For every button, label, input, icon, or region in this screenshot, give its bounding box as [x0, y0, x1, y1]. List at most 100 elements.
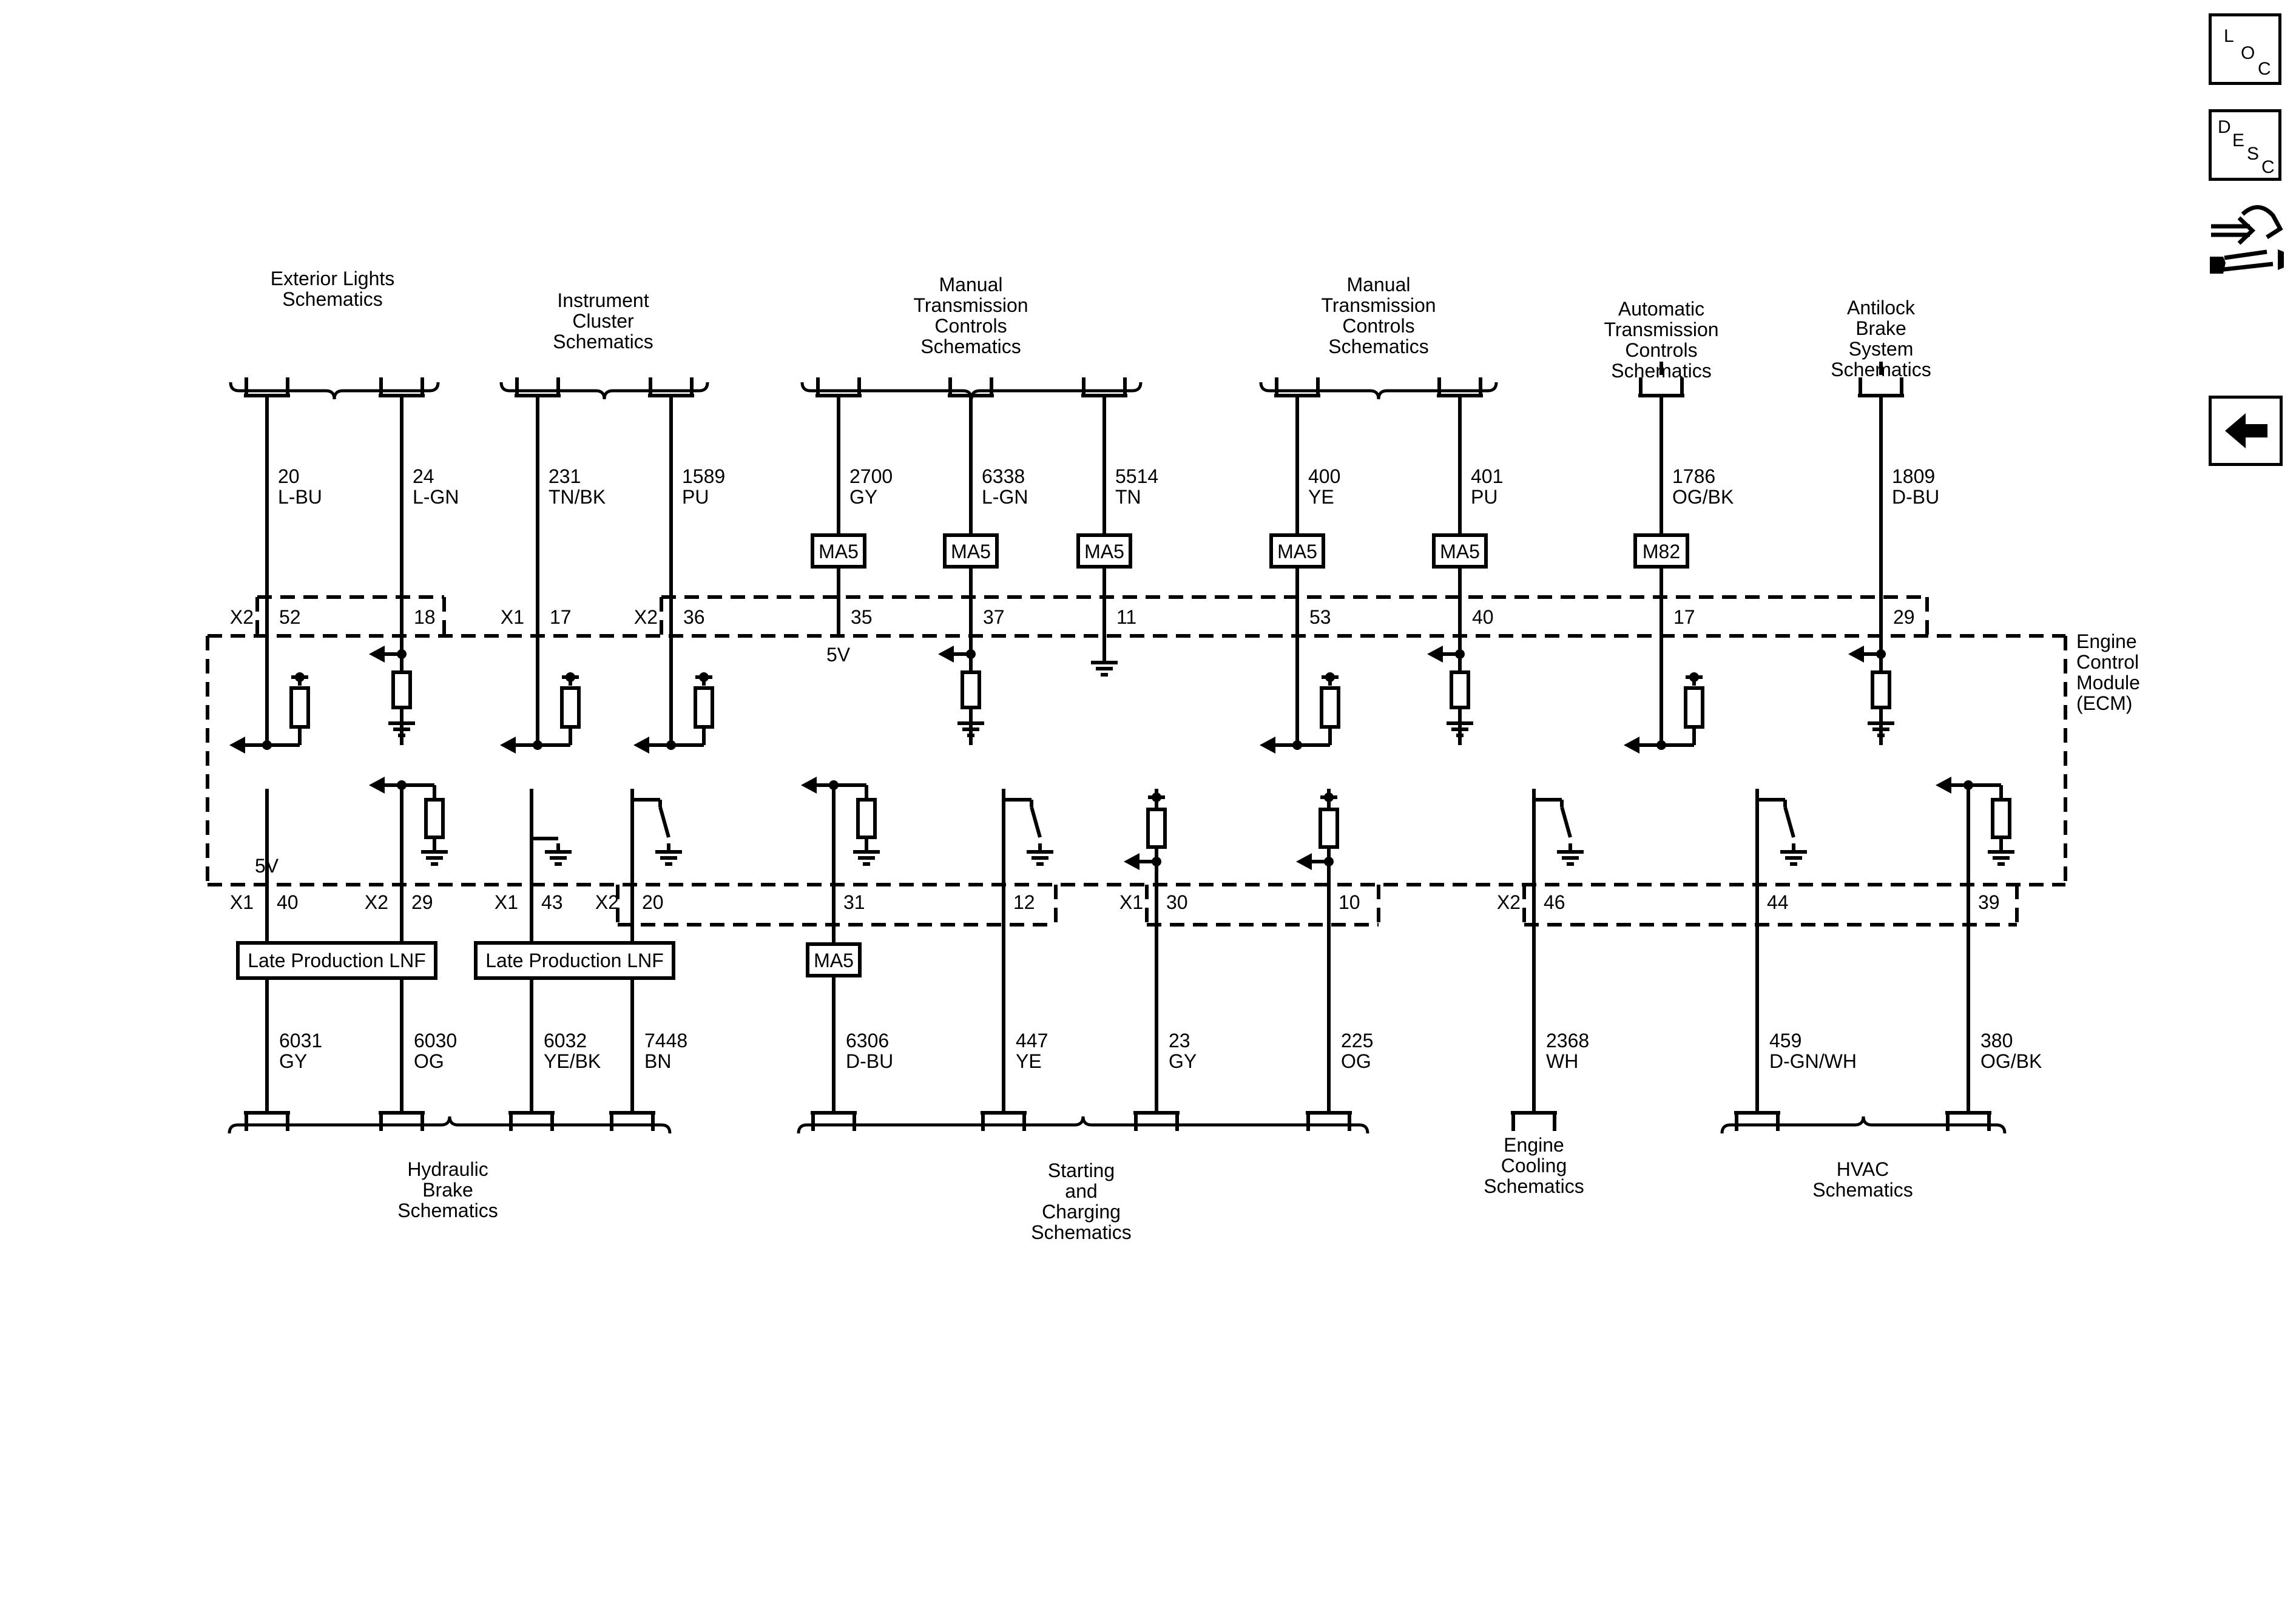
pin-number: 40 [277, 891, 299, 913]
wire-color-code: D-BU [846, 1050, 893, 1072]
wire-circuit-number: 447 [1016, 1030, 1048, 1052]
pin-number: 11 [1116, 606, 1136, 628]
desc-letter-c: C [2261, 157, 2275, 177]
wire-circuit-number: 231 [549, 465, 581, 487]
option-code-box [811, 533, 866, 569]
arrow-head [801, 777, 817, 794]
connector-id: X1 [495, 891, 518, 913]
bottom-group-brace [228, 1116, 672, 1134]
pin-number: 10 [1339, 891, 1360, 913]
junction-dot [1292, 740, 1302, 750]
arrow-head [1296, 853, 1312, 870]
option-code-box-label: M82 [1643, 541, 1680, 562]
pin-number: 17 [550, 606, 572, 628]
wire-circuit-number: 20 [278, 465, 300, 487]
pin-number: 37 [983, 606, 1005, 628]
connector-id: X2 [1497, 891, 1521, 913]
connector-id: X2 [365, 891, 388, 913]
pin-number: 31 [843, 891, 865, 913]
pin-number: 18 [414, 606, 436, 628]
wire-color-code: PU [682, 486, 709, 508]
wire-color-code: GY [279, 1050, 307, 1072]
wire-circuit-number: 225 [1341, 1030, 1373, 1052]
wire-color-code: YE [1016, 1050, 1042, 1072]
bottom-group-brace [797, 1116, 1369, 1134]
arrow-head [938, 646, 954, 663]
arrow-left-icon [2225, 413, 2267, 448]
pin-number: 29 [411, 891, 433, 913]
wire-color-code: BN [644, 1050, 671, 1072]
wire-circuit-number: 2700 [849, 465, 893, 487]
wire-circuit-number: 401 [1471, 465, 1503, 487]
connector-repair-icon[interactable] [2206, 197, 2285, 282]
desc-button[interactable]: D E S C [2209, 109, 2281, 181]
wire-circuit-number: 6031 [279, 1030, 322, 1052]
wire-color-code: OG/BK [1672, 486, 1734, 508]
resistor [856, 798, 877, 839]
wire-color-code: L-BU [278, 486, 322, 508]
pullup-dot [295, 672, 305, 682]
pin-number: 36 [683, 606, 705, 628]
voltage-label: 5V [826, 644, 851, 666]
switch-blade [1783, 806, 1795, 838]
arrow-head [1124, 853, 1140, 870]
arrow-head [229, 737, 245, 754]
resistor [1871, 670, 1891, 709]
loc-letter-c: C [2258, 59, 2271, 79]
bottom-group-label-line: Starting [1048, 1160, 1115, 1181]
wire-color-code: TN [1115, 486, 1141, 508]
back-button[interactable] [2209, 396, 2283, 466]
wire-circuit-number: 400 [1308, 465, 1340, 487]
arrow-head [500, 737, 516, 754]
option-code-box [806, 942, 862, 977]
top-group-label-line: Controls [1625, 339, 1697, 361]
pullup-dot [566, 672, 575, 682]
top-group-brace [499, 382, 709, 400]
arrow-head [1260, 737, 1275, 754]
resistor [424, 798, 445, 839]
bottom-group-label-line: Schematics [397, 1200, 498, 1221]
wire-color-code: WH [1546, 1050, 1578, 1072]
pin-number: 35 [851, 606, 873, 628]
resistor [1320, 686, 1340, 729]
pin-number: 17 [1673, 606, 1695, 628]
top-group-label-line: Manual [1347, 274, 1411, 295]
wire-color-code: OG [1341, 1050, 1371, 1072]
ecm-label-line: Module [2076, 672, 2140, 694]
pin-number: 39 [1978, 891, 2000, 913]
connector-id: X2 [595, 891, 619, 913]
ecm-label-line: Control [2076, 651, 2139, 673]
pullup-dot [1152, 792, 1161, 802]
pin-number: 40 [1472, 606, 1494, 628]
option-code-box-label: MA5 [819, 541, 859, 562]
option-code-box-label: MA5 [1084, 541, 1124, 562]
junction-dot [533, 740, 542, 750]
pin-number: 52 [279, 606, 301, 628]
pin-number: 30 [1166, 891, 1188, 913]
resistor [961, 670, 981, 709]
top-group-label-line: Cluster [572, 310, 634, 332]
pullup-dot [1324, 792, 1334, 802]
wire-circuit-number: 1589 [682, 465, 725, 487]
top-group-label-line: Transmission [913, 294, 1028, 316]
wire-circuit-number: 380 [1980, 1030, 2013, 1052]
pin-number: 46 [1544, 891, 1565, 913]
pin-number: 53 [1309, 606, 1331, 628]
loc-button[interactable]: L O C [2209, 13, 2281, 85]
bottom-group-brace [1720, 1116, 2007, 1134]
wire-circuit-number: 5514 [1115, 465, 1158, 487]
wire-color-code: D-BU [1892, 486, 1939, 508]
switch-blade [1560, 806, 1572, 838]
wire-circuit-number: 6338 [982, 465, 1025, 487]
top-group-label-line: Transmission [1321, 294, 1436, 316]
arrow-head [369, 646, 385, 663]
wire-circuit-number: 2368 [1546, 1030, 1589, 1052]
wire-circuit-number: 6030 [414, 1030, 457, 1052]
switch-blade [1030, 806, 1042, 838]
bottom-group-label-line: Charging [1042, 1201, 1121, 1223]
resistor [1684, 686, 1704, 729]
pin-number: 43 [541, 891, 563, 913]
wire-color-code: OG [414, 1050, 444, 1072]
bottom-group-label-line: and [1065, 1180, 1097, 1202]
